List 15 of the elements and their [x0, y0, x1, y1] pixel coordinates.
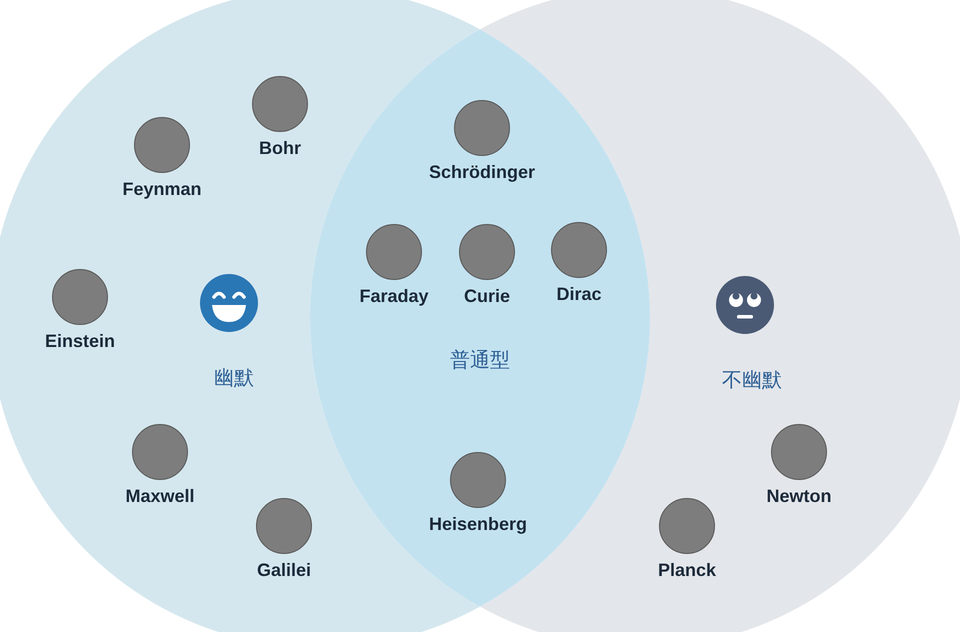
- region-label: 普通型: [450, 346, 510, 374]
- person-name: Schrödinger: [428, 162, 535, 183]
- person-name: Dirac: [556, 284, 602, 305]
- person-name: Heisenberg: [428, 514, 528, 535]
- person-name: Curie: [464, 286, 510, 307]
- region-label: 不幽默: [722, 366, 782, 394]
- person-name: Galilei: [256, 560, 312, 581]
- region-label: 幽默: [214, 364, 254, 392]
- person-name: Einstein: [44, 331, 115, 352]
- person-name: Newton: [766, 486, 832, 507]
- person-name: Faraday: [359, 286, 429, 307]
- person-name: Maxwell: [125, 486, 195, 507]
- person-name: Bohr: [259, 138, 301, 159]
- person-name: Feynman: [122, 179, 202, 200]
- person-name: Planck: [658, 560, 716, 581]
